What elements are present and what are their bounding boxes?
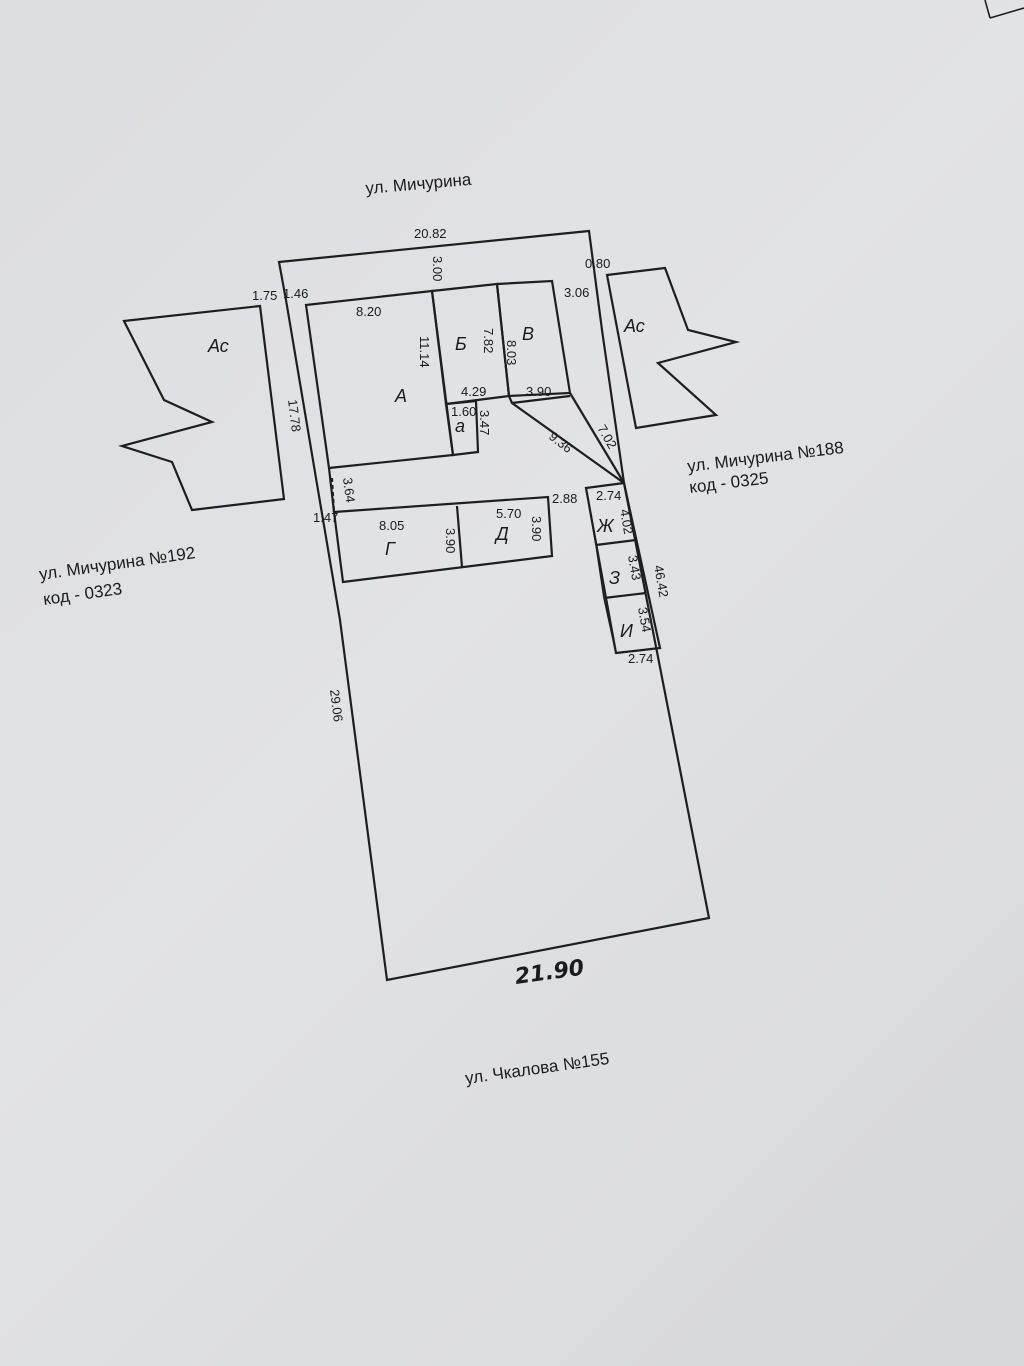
dim-a-height: 11.14 bbox=[417, 336, 432, 368]
dim-zh-h: 4.02 bbox=[617, 508, 636, 536]
dim-b-height: 7.82 bbox=[481, 328, 496, 353]
dim-diag-1: 9.36 bbox=[546, 429, 575, 456]
neighbor-west-code: код - 0323 bbox=[42, 579, 123, 609]
dim-g-height: 3.90 bbox=[443, 528, 458, 553]
dim-a-width: 8.20 bbox=[356, 304, 381, 319]
street-south: ул. Чкалова №155 bbox=[464, 1049, 611, 1088]
dim-ext-h: 3.64 bbox=[340, 477, 358, 504]
label-d: Д bbox=[494, 524, 509, 544]
dim-top-right: 0.80 bbox=[585, 256, 610, 271]
neighbor-west-parcel bbox=[118, 304, 286, 512]
dim-left-lower: 29.06 bbox=[327, 689, 346, 723]
dim-zh-top: 2.74 bbox=[596, 488, 621, 503]
dim-d-width: 5.70 bbox=[496, 506, 521, 521]
label-zh: Ж bbox=[596, 516, 615, 536]
dim-right-gap: 3.06 bbox=[564, 285, 589, 300]
dim-v-height: 8.03 bbox=[504, 340, 519, 365]
dim-right-total: 46.42 bbox=[651, 564, 671, 599]
building-g-d bbox=[332, 495, 554, 584]
neighbor-east-parcel bbox=[605, 266, 741, 430]
dim-mid-a: 4.29 bbox=[461, 384, 486, 399]
dim-left-a: 1.75 bbox=[252, 288, 277, 303]
label-z: З bbox=[609, 568, 620, 588]
dim-left-upper: 17.78 bbox=[285, 399, 304, 433]
label-g: Г bbox=[385, 539, 396, 559]
label-a-small: а bbox=[455, 416, 465, 436]
dim-g-width: 8.05 bbox=[379, 518, 404, 533]
dim-top-b: 3.00 bbox=[430, 256, 445, 281]
dim-gap-right: 2.88 bbox=[552, 491, 577, 506]
neighbor-west-label: Ас bbox=[207, 336, 229, 356]
street-north: ул. Мичурина bbox=[365, 170, 473, 198]
dim-small-a-w: 1.60 bbox=[451, 404, 476, 419]
dim-small-a-h: 3.47 bbox=[477, 410, 492, 435]
label-b: Б bbox=[455, 334, 467, 354]
sheet-frame-corner bbox=[984, 0, 1024, 19]
label-v: В bbox=[522, 324, 534, 344]
dim-left-b: 1.46 bbox=[283, 286, 308, 301]
parcel-boundary bbox=[277, 229, 711, 982]
label-a: А bbox=[394, 386, 407, 406]
dim-bottom-handwritten: 21.90 bbox=[513, 955, 585, 989]
dim-d-height: 3.90 bbox=[529, 516, 544, 541]
dim-mid-v: 3.90 bbox=[526, 384, 551, 399]
dim-ext-w: 1.47 bbox=[313, 510, 338, 525]
label-i: И bbox=[620, 621, 633, 641]
dim-z-h: 3.43 bbox=[625, 554, 644, 582]
dim-i-bottom: 2.74 bbox=[628, 651, 653, 666]
dim-top: 20.82 bbox=[414, 226, 447, 241]
dim-i-h: 3.54 bbox=[635, 606, 654, 634]
neighbor-east-label: Ас bbox=[623, 316, 645, 336]
neighbor-west-address: ул. Мичурина №192 bbox=[38, 543, 197, 584]
